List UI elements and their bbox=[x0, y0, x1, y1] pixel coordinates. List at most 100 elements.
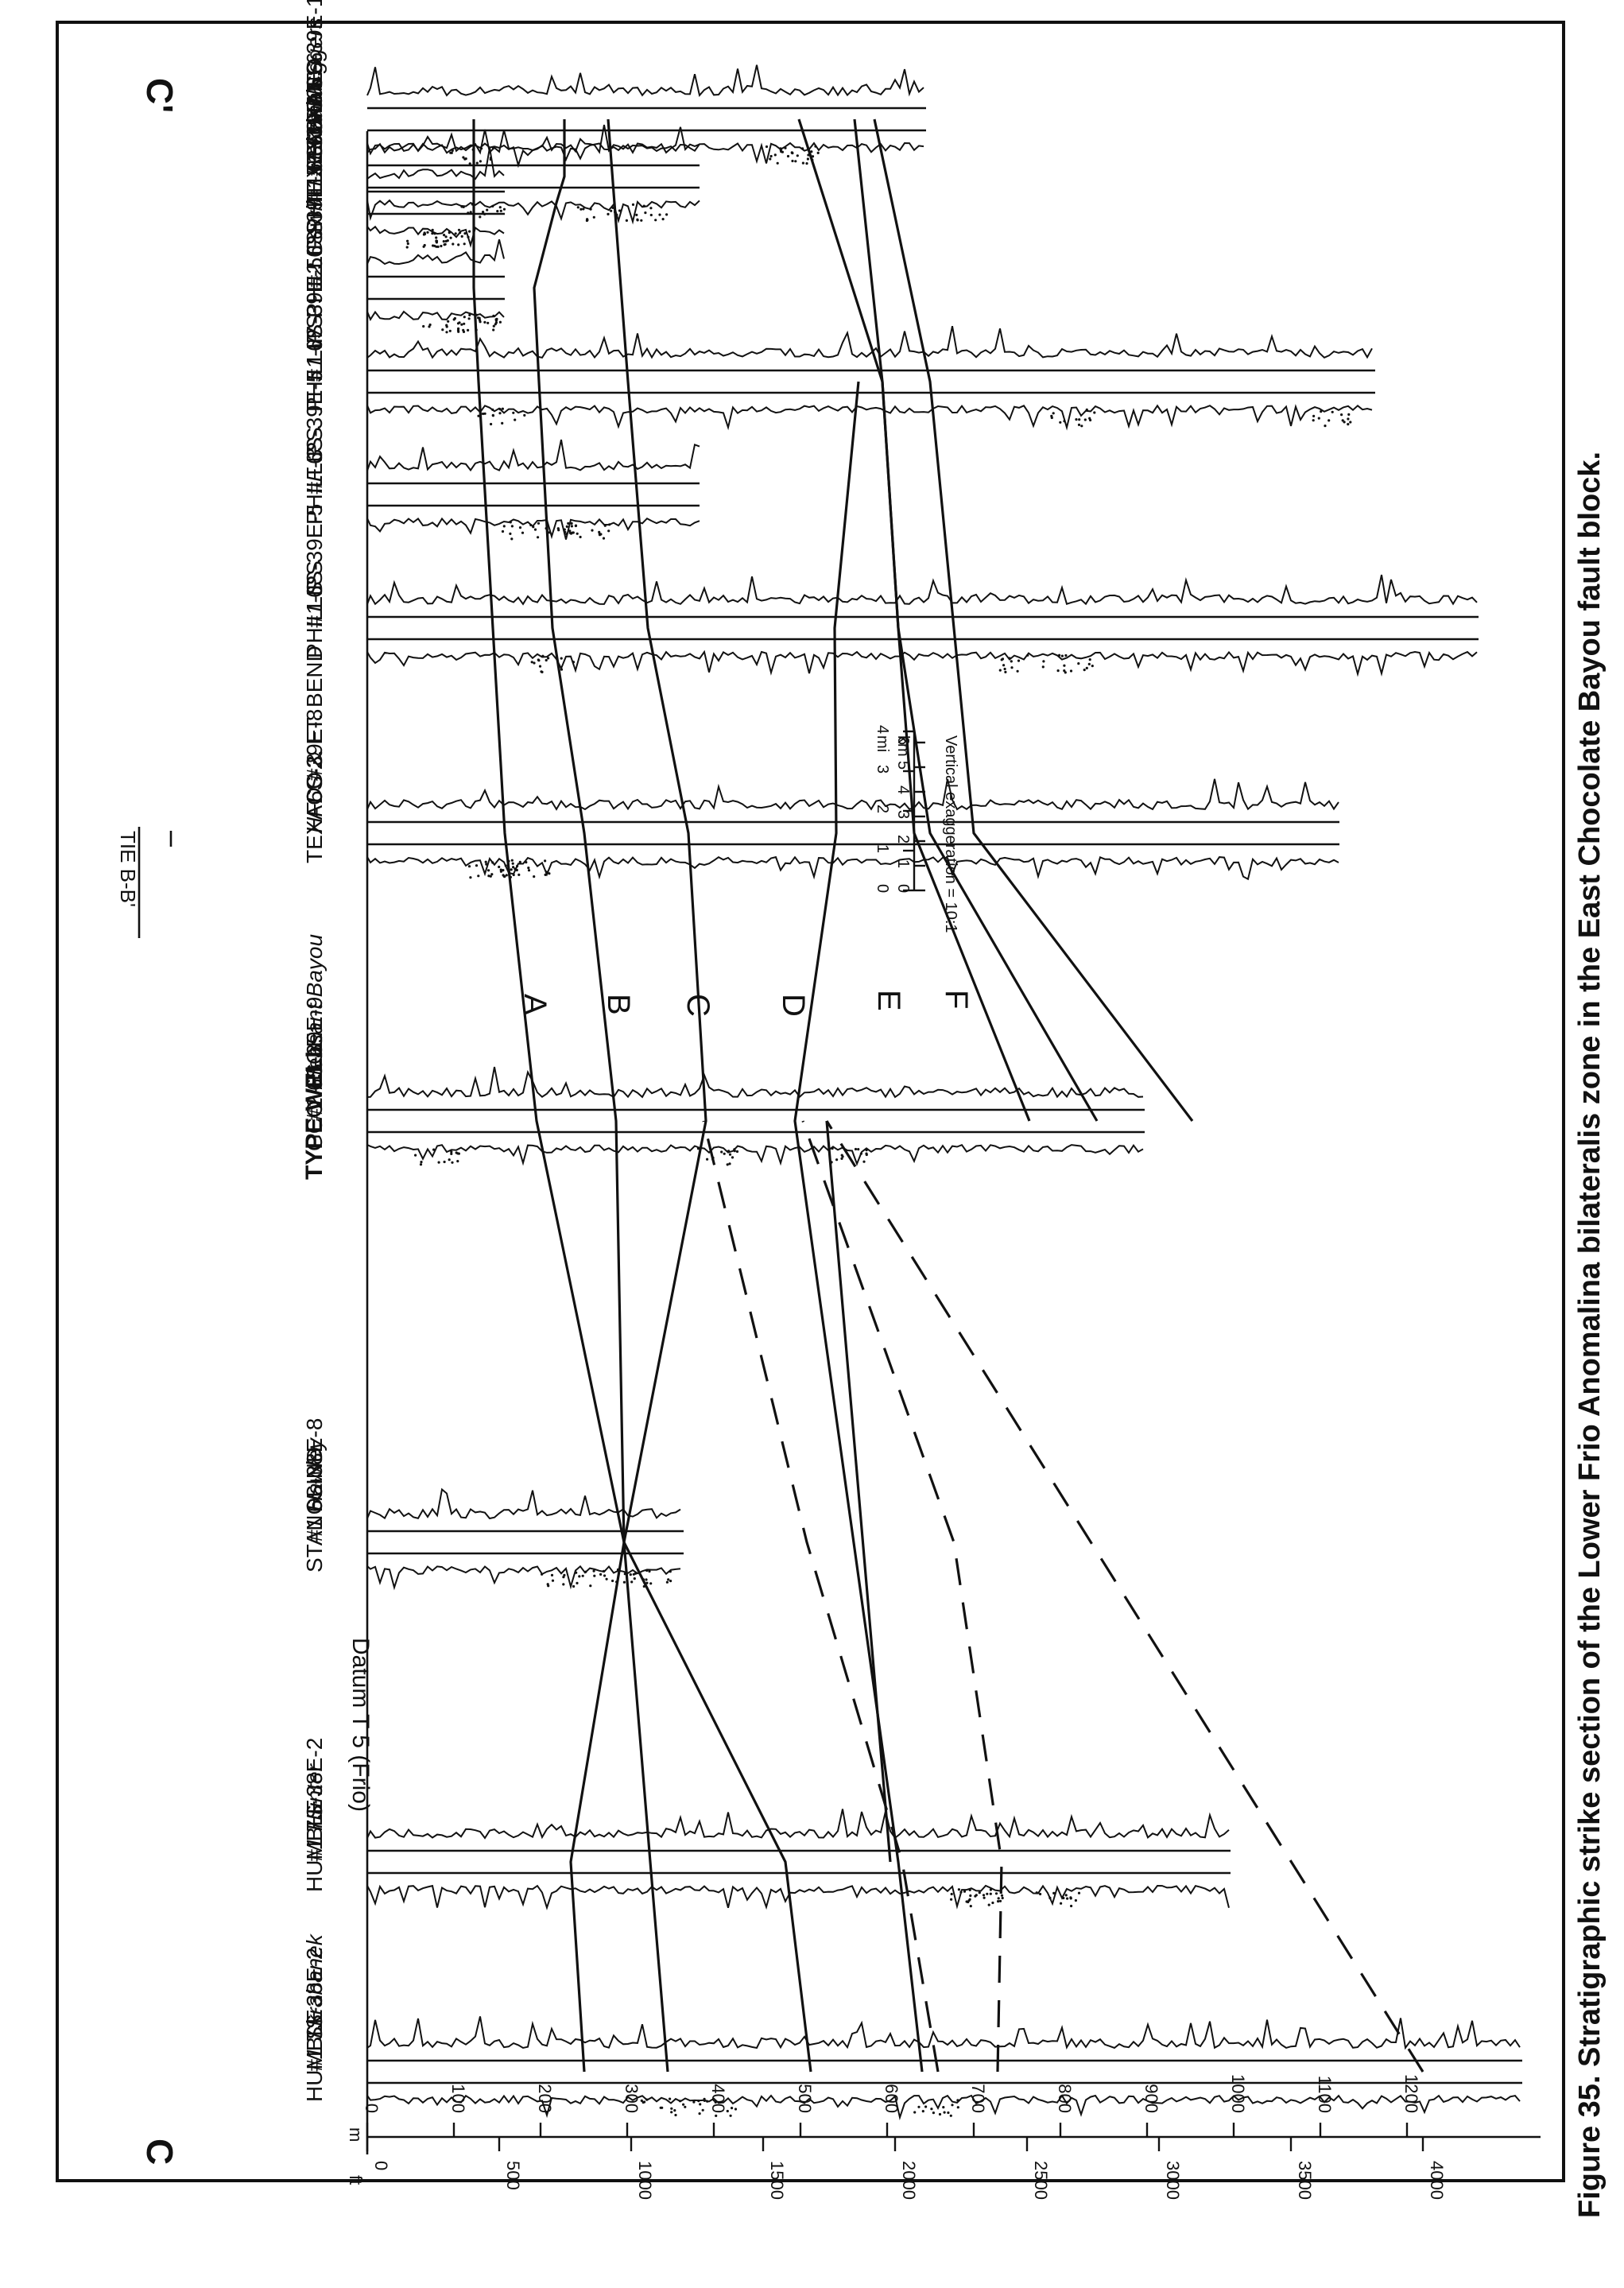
sand-stipple-dot bbox=[684, 2105, 687, 2108]
sand-stipple-dot bbox=[733, 1150, 736, 1153]
sand-stipple-dot bbox=[444, 235, 448, 238]
sand-stipple-dot bbox=[648, 1569, 651, 1573]
sand-stipple-dot bbox=[1070, 1904, 1073, 1908]
sand-stipple-dot bbox=[533, 528, 537, 531]
unit-label-c: C bbox=[680, 994, 715, 1017]
sand-stipple-dot bbox=[447, 320, 450, 323]
sand-stipple-dot bbox=[603, 1574, 607, 1577]
well-location: 6S-39E-5 bbox=[302, 164, 327, 258]
resistivity-log-trace bbox=[366, 326, 1373, 359]
sand-stipple-dot bbox=[1075, 418, 1078, 421]
sand-stipple-dot bbox=[560, 668, 564, 671]
scale-km-tick-label: 2 bbox=[894, 835, 912, 843]
sand-stipple-dot bbox=[729, 2114, 732, 2117]
sand-stipple-dot bbox=[567, 522, 570, 525]
sand-stipple-dot bbox=[969, 1894, 972, 1898]
sand-stipple-dot bbox=[1004, 670, 1007, 674]
unit-boundary-line bbox=[853, 118, 1031, 1122]
sand-stipple-dot bbox=[468, 230, 471, 233]
correlation-lines bbox=[472, 118, 1424, 2073]
sand-stipple-dot bbox=[477, 316, 480, 320]
sand-stipple-dot bbox=[489, 874, 492, 878]
sand-stipple-dot bbox=[862, 1160, 866, 1163]
sand-stipple-dot bbox=[512, 411, 515, 414]
depth-m-tick-label: 500 bbox=[795, 2084, 815, 2113]
sand-stipple-dot bbox=[490, 422, 493, 426]
sand-stipple-dot bbox=[605, 1577, 608, 1580]
well-operator: HUMBLE bbox=[302, 2009, 327, 2102]
sand-stipple-dot bbox=[956, 2099, 959, 2102]
sand-stipple-dot bbox=[1008, 657, 1011, 660]
sand-stipple-dot bbox=[949, 2114, 952, 2117]
sand-stipple-dot bbox=[514, 867, 517, 871]
sand-stipple-dot bbox=[1056, 669, 1060, 673]
sand-stipple-dot bbox=[632, 1573, 635, 1576]
sand-stipple-dot bbox=[865, 1152, 868, 1155]
sand-stipple-dot bbox=[1077, 662, 1080, 665]
sp-log-trace bbox=[366, 404, 1373, 431]
well-name: #F-3 bbox=[302, 448, 327, 494]
sand-stipple-dot bbox=[483, 212, 486, 215]
sand-stipple-dot bbox=[467, 317, 471, 320]
sand-stipple-dot bbox=[443, 243, 446, 246]
sand-stipple-dot bbox=[1340, 413, 1343, 417]
sand-stipple-dot bbox=[956, 2106, 959, 2109]
sand-stipple-dot bbox=[661, 2106, 664, 2109]
well-operator: TEXACO & FT. BEND bbox=[302, 646, 327, 863]
sand-stipple-dot bbox=[982, 1894, 986, 1897]
sand-stipple-dot bbox=[479, 215, 482, 219]
sand-stipple-dot bbox=[510, 525, 514, 528]
sand-stipple-dot bbox=[453, 316, 457, 320]
well-column bbox=[366, 238, 505, 334]
sand-stipple-dot bbox=[678, 2100, 682, 2103]
sand-stipple-dot bbox=[437, 1161, 440, 1164]
sand-stipple-dot bbox=[720, 1150, 723, 1154]
sand-stipple-dot bbox=[1052, 412, 1055, 415]
sand-stipple-dot bbox=[564, 530, 567, 533]
sand-stipple-dot bbox=[658, 213, 661, 216]
sand-stipple-dot bbox=[715, 2114, 718, 2117]
sand-stipple-dot bbox=[428, 323, 432, 327]
sand-stipple-dot bbox=[942, 2106, 945, 2109]
sand-stipple-dot bbox=[498, 408, 502, 411]
scale-bar-km-unit: km bbox=[894, 735, 912, 757]
sand-stipple-dot bbox=[611, 1579, 614, 1583]
sand-stipple-dot bbox=[698, 2112, 701, 2115]
sand-stipple-dot bbox=[968, 1888, 971, 1891]
sand-stipple-dot bbox=[701, 2108, 704, 2112]
scale-km-tick-label: 5 bbox=[894, 761, 912, 770]
sand-stipple-dot bbox=[703, 2099, 707, 2102]
sand-stipple-dot bbox=[816, 151, 820, 154]
sand-stipple-dot bbox=[585, 219, 589, 223]
sand-stipple-dot bbox=[769, 157, 772, 161]
sand-stipple-dot bbox=[974, 1894, 977, 1898]
sand-stipple-dot bbox=[859, 1152, 862, 1155]
sand-stipple-dot bbox=[496, 210, 499, 213]
sand-stipple-dot bbox=[1089, 418, 1092, 422]
sand-stipple-dot bbox=[541, 654, 545, 657]
sand-stipple-dot bbox=[462, 330, 466, 333]
well-location: 6S-39E-5 bbox=[302, 370, 327, 464]
sand-stipple-dot bbox=[801, 147, 804, 150]
well-name: #1 Rekdahl bbox=[302, 90, 327, 203]
well-label-group: PHILLIPS#1-S6S-39E-5 bbox=[302, 504, 327, 658]
horizontal-scale-bar: mi km Vertical exaggeration = 10:1 01234… bbox=[874, 725, 959, 933]
sand-stipple-dot bbox=[475, 864, 479, 867]
well-column bbox=[366, 778, 1339, 881]
sand-stipple-dot bbox=[670, 2111, 673, 2114]
sand-stipple-dot bbox=[505, 874, 508, 877]
sand-stipple-dot bbox=[501, 529, 505, 533]
sand-stipple-dot bbox=[1066, 1897, 1069, 1900]
sand-stipple-dot bbox=[644, 211, 647, 215]
sand-stipple-dot bbox=[467, 865, 471, 868]
sand-stipple-dot bbox=[1060, 1902, 1063, 1905]
well-location: 6S-39E-6 bbox=[302, 52, 327, 146]
sp-log-trace bbox=[366, 1565, 681, 1591]
sp-log-trace bbox=[366, 1884, 1230, 1910]
sand-stipple-dot bbox=[450, 1152, 453, 1155]
well-operator: PHILLIPS bbox=[302, 135, 327, 233]
